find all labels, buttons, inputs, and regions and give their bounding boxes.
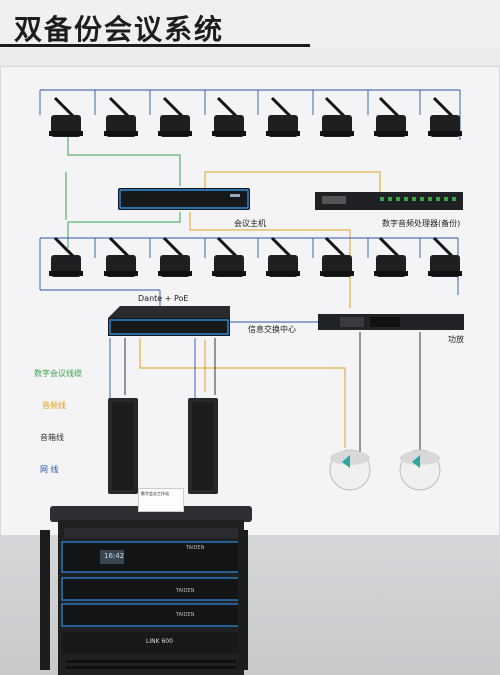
microphone-unit: [374, 96, 408, 137]
dark-speaker-cable: [124, 332, 421, 455]
switch-center-unit: [108, 306, 230, 336]
green-conference-cable: [65, 137, 181, 248]
label-switch-center: 信息交换中心: [248, 325, 296, 334]
title-strip: [0, 0, 500, 48]
microphone-unit: [212, 236, 246, 277]
microphone-unit: [428, 96, 462, 137]
ceiling-speaker-left: [329, 449, 371, 491]
rack-brand-1: TAIDEN: [186, 545, 205, 551]
legend-conference-cable: 数字会议线缆: [34, 369, 82, 378]
legend-speaker-cable: 音箱线: [40, 433, 64, 442]
rack-logo: LINK 600: [146, 638, 173, 645]
column-speaker-right: [188, 398, 218, 494]
rack-side-panel-left: [40, 530, 50, 670]
microphone-unit: [49, 96, 83, 137]
page-title: 双备份会议系统: [14, 13, 225, 46]
amplifier-unit: [318, 314, 464, 330]
microphone-unit: [158, 96, 192, 137]
legend-network-cable: 网 线: [40, 465, 59, 474]
equipment-rack: [50, 506, 252, 675]
microphone-unit: [212, 96, 246, 137]
microphone-unit: [104, 96, 138, 137]
rack-brand-2: TAIDEN: [176, 588, 195, 594]
column-speaker-left: [108, 398, 138, 494]
title-underline: [0, 44, 310, 47]
microphone-unit: [428, 236, 462, 277]
top-microphone-row: [49, 96, 462, 137]
legend-audio-cable: 音频线: [42, 401, 66, 410]
microphone-unit: [158, 236, 192, 277]
microphone-unit: [320, 236, 354, 277]
label-dante-poe: Dante + PoE: [138, 294, 189, 303]
label-amplifier: 功放: [448, 335, 464, 344]
microphone-unit: [104, 236, 138, 277]
info-card-title: 数字会议工作站: [141, 491, 169, 496]
rack-brand-3: TAIDEN: [176, 612, 195, 618]
microphone-unit: [49, 236, 83, 277]
microphone-unit: [266, 236, 300, 277]
conference-host-unit: [118, 188, 250, 210]
microphone-unit: [320, 96, 354, 137]
microphone-unit: [374, 236, 408, 277]
rack-screen-time: 16:42: [104, 552, 125, 560]
ceiling-speaker-right: [399, 449, 441, 491]
bottom-microphone-row: [49, 236, 462, 277]
label-audio-processor: 数字音频处理器(备份): [382, 219, 461, 228]
info-card: 数字会议工作站: [138, 488, 184, 512]
label-conference-host: 会议主机: [234, 219, 266, 228]
audio-processor-unit: [315, 192, 463, 210]
rack-side-panel-right: [238, 530, 248, 670]
microphone-unit: [266, 96, 300, 137]
top-mic-network: [39, 89, 461, 140]
